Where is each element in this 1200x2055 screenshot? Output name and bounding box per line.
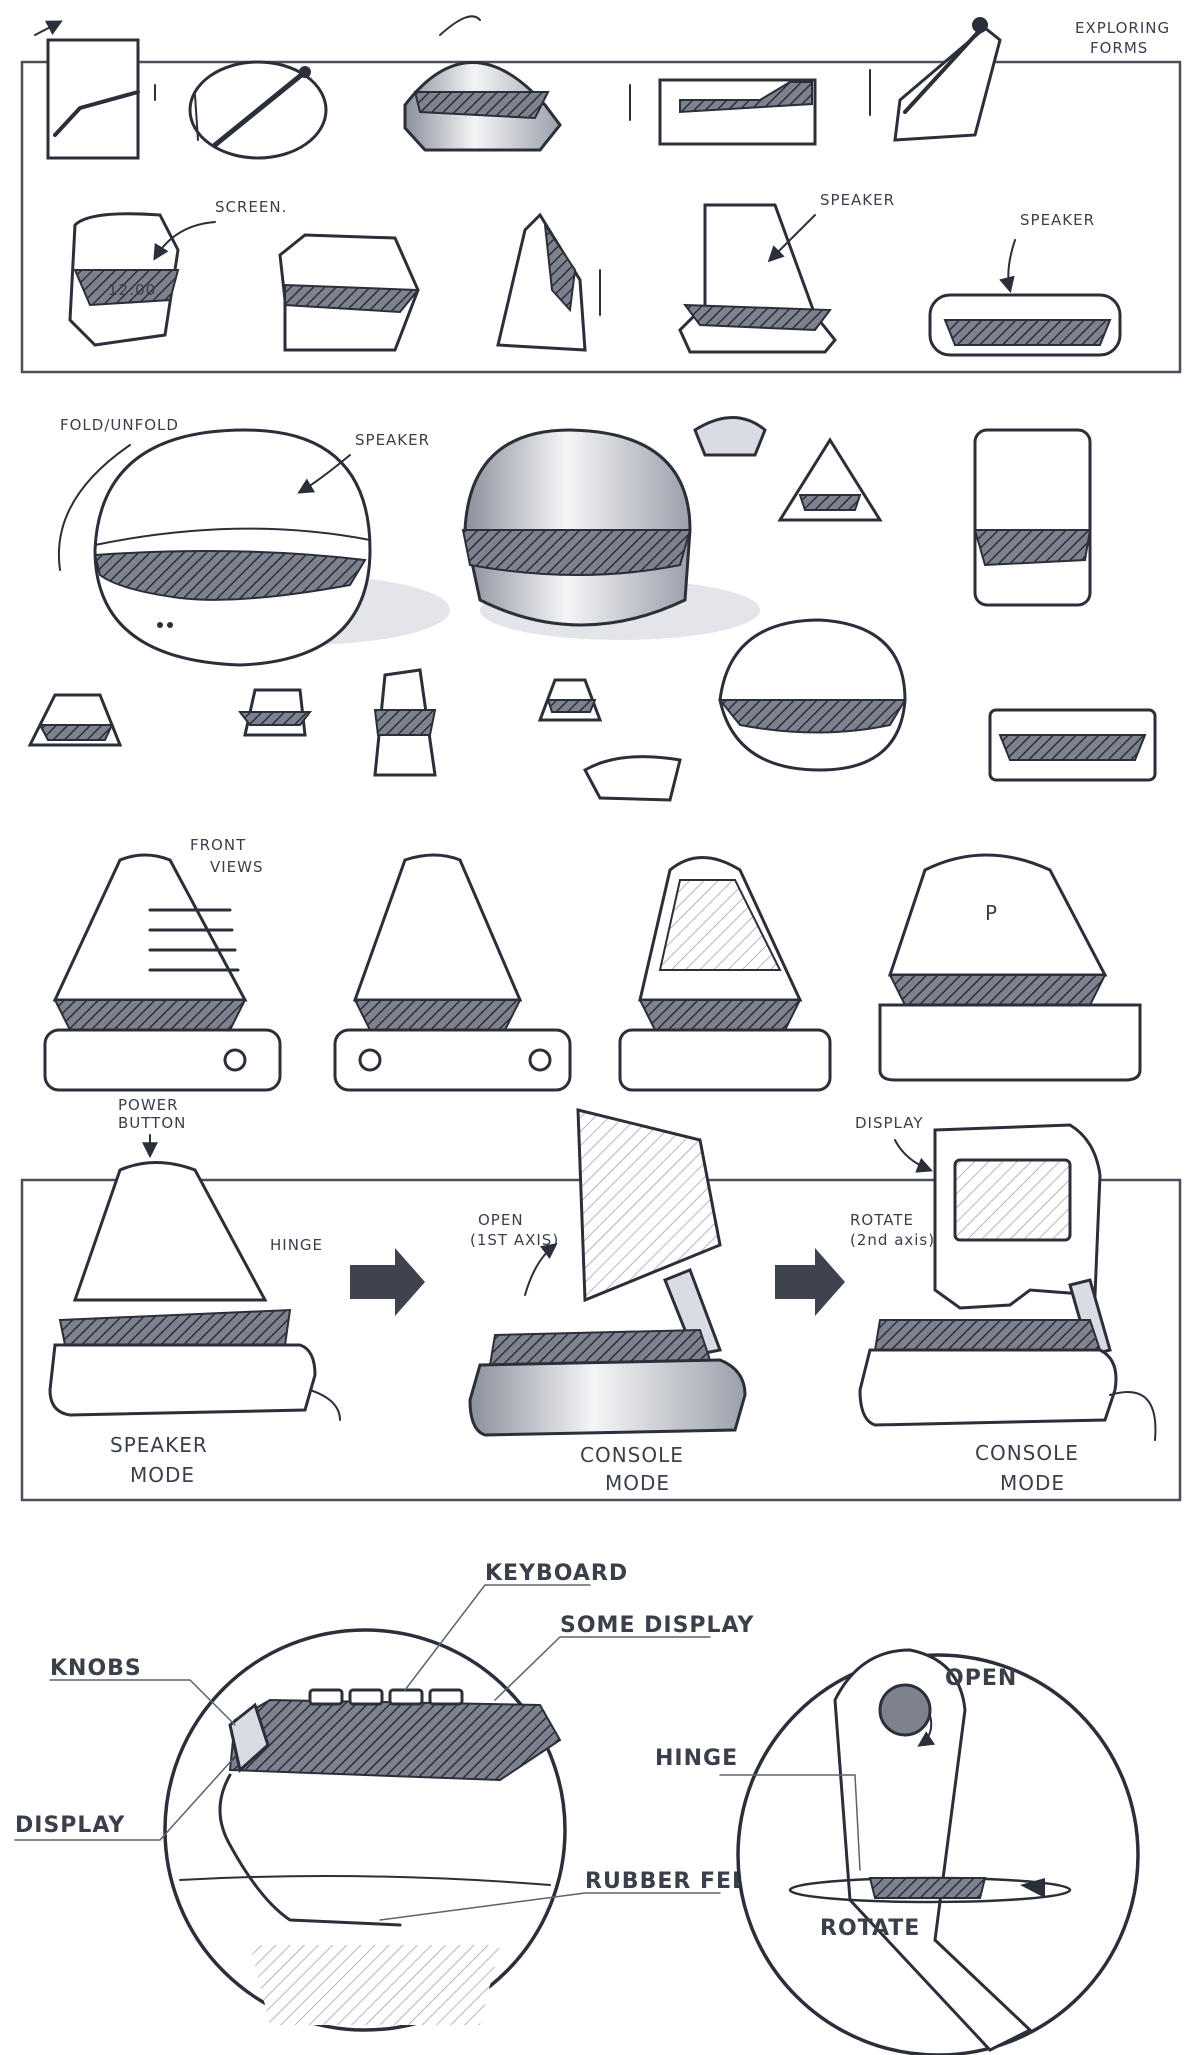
some-display-label: SOME DISPLAY (560, 1613, 754, 1638)
speaker-label-2: SPEAKER (1020, 211, 1095, 229)
screen-label: SCREEN. (215, 198, 287, 216)
rotate-axis-label-2: (2nd axis) (850, 1231, 935, 1249)
speaker-mode-label-2: MODE (130, 1463, 195, 1487)
console-mode-1-label-1: CONSOLE (580, 1443, 684, 1467)
hinge-small-label: HINGE (270, 1236, 323, 1254)
display-detail-label: DISPLAY (15, 1813, 125, 1838)
speaker-label-1: SPEAKER (820, 191, 895, 209)
section-frame (20, 60, 1182, 374)
form-sketch-wedge (278, 233, 421, 352)
front-view-screen (618, 856, 832, 1092)
small-form-thumbnails (27, 416, 1157, 802)
section-fold-explorations: FOLD/UNFOLD SPEAKER (27, 416, 1157, 802)
open-axis-label-2: (1ST AXIS) (470, 1231, 559, 1249)
open-detail-label: OPEN (945, 1666, 1017, 1691)
section-front-views: FRONT VIEWS P (43, 836, 1142, 1092)
logo-letter: P (985, 901, 998, 925)
section-modes: POWER BUTTON HINGE SPEAKER MODE OPEN (1S… (20, 1096, 1182, 1502)
display-top-label: DISPLAY (855, 1114, 924, 1132)
power-button-label-2: BUTTON (118, 1114, 186, 1132)
section-details: KNOBS KEYBOARD SOME DISPLAY DISPLAY RUBB… (14, 1561, 1140, 2055)
form-sketch-screen-cube: 12:00 SCREEN. (68, 198, 287, 347)
form-sketch-dome (403, 15, 562, 152)
front-views-label-2: VIEWS (210, 858, 264, 876)
metal-dome-speaker (461, 428, 760, 640)
console-detail-circle: KNOBS KEYBOARD SOME DISPLAY DISPLAY RUBB… (14, 1561, 764, 2032)
keyboard-label: KEYBOARD (485, 1561, 628, 1586)
form-sketch-lamp-arm (869, 17, 1002, 142)
form-sketch-cone-speaker: SPEAKER (678, 191, 895, 354)
section-exploring-forms: EXPLORING FORMS (20, 15, 1182, 374)
console-mode-sketch-1: OPEN (1ST AXIS) CONSOLE MODE (468, 1108, 747, 1495)
front-views-label-1: FRONT (190, 836, 246, 854)
exploring-forms-label-2: FORMS (1090, 39, 1148, 57)
console-mode-2-label-1: CONSOLE (975, 1441, 1079, 1465)
form-sketch-flat-panel (34, 20, 156, 160)
exploring-forms-label-1: EXPLORING (1075, 19, 1170, 37)
console-mode-1-label-2: MODE (605, 1471, 670, 1495)
mode-arrow-1 (350, 1248, 425, 1316)
fold-unfold-label: FOLD/UNFOLD (60, 416, 179, 434)
form-sketch-bar-speaker: SPEAKER (928, 211, 1122, 357)
form-sketch-shell (496, 212, 601, 352)
hinge-detail-circle: OPEN HINGE ROTATE (655, 1648, 1140, 2055)
rubber-feet-label: RUBBER FEET (585, 1869, 764, 1894)
power-button-label-1: POWER (118, 1096, 179, 1114)
front-view-dotted (333, 853, 572, 1092)
console-mode-sketch-2: DISPLAY ROTATE (2nd axis) CONSOLE MODE (850, 1114, 1157, 1495)
speaker-mode-sketch: POWER BUTTON HINGE SPEAKER MODE (48, 1096, 341, 1487)
large-dome-speaker: SPEAKER (93, 428, 450, 667)
knobs-label: KNOBS (50, 1656, 142, 1681)
form-sketch-disc (188, 60, 328, 160)
console-mode-2-label-2: MODE (1000, 1471, 1065, 1495)
small-display-readout: 12:00 (108, 281, 156, 299)
hinge-detail-label: HINGE (655, 1746, 738, 1771)
mode-arrow-2 (775, 1248, 845, 1316)
speaker-mode-label-1: SPEAKER (110, 1433, 208, 1457)
form-sketch-tray (629, 78, 817, 146)
front-view-slotted (43, 853, 282, 1092)
open-axis-label-1: OPEN (478, 1211, 524, 1229)
front-view-logo: P (878, 853, 1142, 1082)
rotate-axis-label-1: ROTATE (850, 1211, 914, 1229)
speaker-label-3: SPEAKER (355, 431, 430, 449)
rotate-detail-label: ROTATE (820, 1916, 920, 1941)
